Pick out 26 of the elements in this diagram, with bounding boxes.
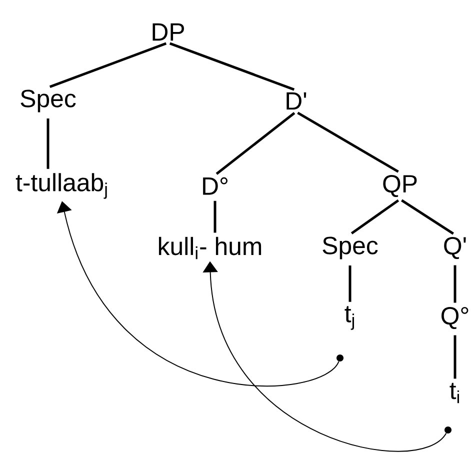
tree-label: D' [286, 92, 306, 110]
branch-line [49, 42, 167, 88]
tree-label: Spec [20, 90, 76, 112]
tree-label: t$_{j}$ [344, 306, 354, 330]
branch-line [216, 112, 296, 175]
tree-label: kull$_{i}$- hum [158, 236, 262, 260]
branch-line [46, 118, 50, 169]
tree-label: t$_{i}$ [450, 382, 459, 404]
tree-label: Q' [444, 236, 466, 260]
dot [444, 426, 452, 434]
tree-label: QP [383, 174, 417, 198]
tree-label: DP [152, 23, 184, 41]
branch-line [169, 42, 295, 91]
branch-line [348, 265, 352, 302]
branch-line [297, 112, 399, 173]
tree-label: Q° [442, 306, 468, 330]
branch-line [401, 199, 454, 235]
tree-label: Spec [322, 236, 378, 260]
branch-line [350, 199, 400, 234]
tree-label: t-tullaab$_{j}$ [16, 173, 107, 199]
tree-label: D° [203, 177, 228, 195]
movement-arrow [56, 201, 340, 387]
branch-line [454, 265, 456, 303]
dot [336, 354, 344, 362]
branch-line [214, 200, 216, 233]
branch-line [454, 335, 456, 379]
